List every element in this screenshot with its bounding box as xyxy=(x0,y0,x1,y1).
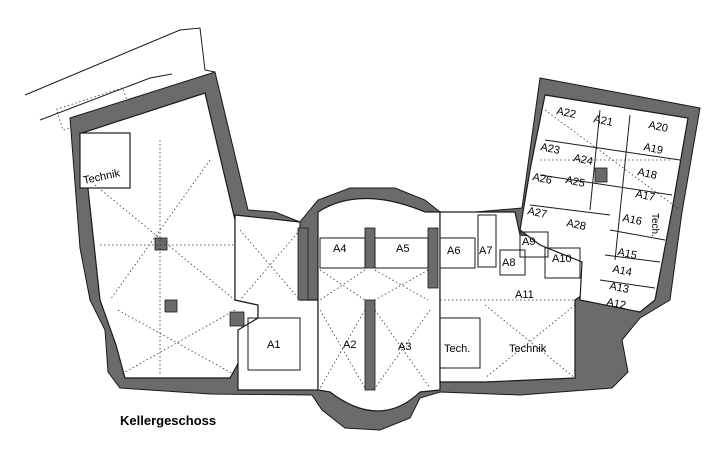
floor-caption: Kellergeschoss xyxy=(120,413,217,428)
technik-left-room xyxy=(79,132,131,189)
room-label-tech: Tech. xyxy=(444,343,470,355)
room-label-a20: A20 xyxy=(647,119,669,135)
room-label-a28: A28 xyxy=(565,217,587,233)
vault-lines xyxy=(94,109,681,389)
room-label-a24: A24 xyxy=(572,152,594,168)
right-wing-labels: A12 A13 A14 A15 A16 A17 A18 A19 A20 A21 … xyxy=(526,105,669,312)
room-label-a26: A26 xyxy=(531,171,553,187)
room-label-a2: A2 xyxy=(343,339,356,351)
room-label-tech-right: Tech. xyxy=(649,213,660,237)
room-label-a27: A27 xyxy=(526,205,548,221)
room-label-a10: A10 xyxy=(552,253,572,265)
room-label-a7: A7 xyxy=(479,245,492,257)
room-label-a6: A6 xyxy=(447,245,460,257)
room-label-a21: A21 xyxy=(592,113,614,129)
room-label-a9: A9 xyxy=(522,236,535,248)
pillars xyxy=(154,167,608,391)
center-labels: A1 A2 A3 A4 A5 A6 A7 A8 A9 A10 A11 Tech.… xyxy=(267,236,572,355)
room-label-a19: A19 xyxy=(642,141,664,157)
room-label-a22: A22 xyxy=(555,105,577,121)
room-label-a1: A1 xyxy=(267,339,280,351)
room-label-a11: A11 xyxy=(515,289,534,301)
room-label-a12: A12 xyxy=(605,296,627,312)
room-label-a14: A14 xyxy=(611,263,633,279)
room-label-a25: A25 xyxy=(564,174,586,190)
room-label-a23: A23 xyxy=(539,141,561,157)
partitions xyxy=(247,109,681,371)
room-label-a4: A4 xyxy=(333,243,346,255)
room-label-a15: A15 xyxy=(616,246,638,262)
room-label-a18: A18 xyxy=(636,166,658,182)
room-label-a8: A8 xyxy=(502,257,515,269)
building-walls xyxy=(69,71,701,431)
room-label-a16: A16 xyxy=(621,212,643,228)
room-label-a5: A5 xyxy=(396,243,409,255)
room-label-a3: A3 xyxy=(398,341,411,353)
room-label-technik: Technik xyxy=(509,343,547,355)
room-label-a17: A17 xyxy=(634,188,656,204)
room-label-a13: A13 xyxy=(608,280,630,296)
annex-outline xyxy=(24,27,216,131)
